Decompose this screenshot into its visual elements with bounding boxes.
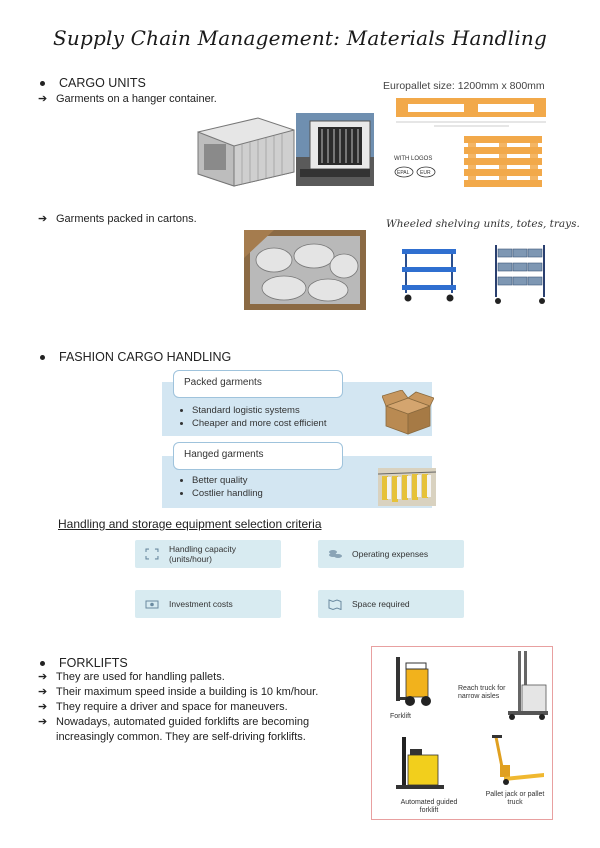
bullet-dot [40, 354, 45, 360]
bullet-dot [40, 80, 45, 86]
forklift-point-text: They are used for handling pallets. [56, 671, 225, 683]
agv-forklift-image [396, 737, 444, 789]
page-title: Supply Chain Management: Materials Handl… [53, 26, 547, 50]
criteria-label: Operating expenses [352, 549, 429, 559]
forklift-images-panel: Forklift Reach truck for narrow aisles A… [371, 646, 553, 820]
packed-tab: Packed garments [173, 370, 343, 398]
fashion-heading: FASHION CARGO HANDLING [40, 350, 231, 364]
criteria-label: Investment costs [169, 599, 233, 609]
criteria-investment-costs: Investment costs [135, 590, 281, 618]
criteria-handling-capacity: Handling capacity (units/hour) [135, 540, 281, 568]
criteria-label: Handling capacity (units/hour) [168, 544, 237, 564]
cargo-units-heading-text: CARGO UNITS [59, 76, 146, 90]
cargo-item-cartons: ➔ Garments packed in cartons. [38, 212, 197, 227]
hanged-point: Costlier handling [192, 487, 263, 500]
pallet-jack-label: Pallet jack or pallet truck [485, 791, 545, 806]
forklift-point: ➔ They are used for handling pallets. [38, 670, 358, 685]
packed-point: Standard logistic systems [192, 404, 326, 417]
hanged-points: Better quality Costlier handling [174, 474, 263, 500]
forklifts-heading: FORKLIFTS [40, 656, 128, 670]
map-icon [328, 599, 342, 610]
container-illustration [197, 117, 295, 187]
cargo-item-hanger: ➔ Garments on a hanger container. [38, 92, 217, 107]
arrow-icon: ➔ [38, 671, 48, 683]
forklift-point-text: Their maximum speed inside a building is… [56, 686, 319, 698]
packed-point: Cheaper and more cost efficient [192, 417, 326, 430]
forklift-point: ➔ They require a driver and space for man… [38, 700, 358, 715]
forklift-point: ➔ Their maximum speed inside a building i… [38, 685, 358, 700]
pallet-label-epal: EPAL [397, 170, 410, 176]
arrow-icon: ➔ [38, 686, 48, 698]
forklift-point-text: They require a driver and space for mane… [56, 701, 288, 713]
hanged-tab: Hanged garments [173, 442, 343, 470]
shelving-caption: Wheeled shelving units, totes, trays. [386, 218, 580, 230]
pallet-label-logos: WITH LOGOS [394, 156, 432, 162]
hanging-garments-photo [378, 468, 436, 506]
fashion-heading-text: FASHION CARGO HANDLING [59, 350, 232, 364]
forklifts-heading-text: FORKLIFTS [59, 656, 128, 670]
cargo-item-cartons-text: Garments packed in cartons. [56, 213, 197, 225]
cargo-item-hanger-text: Garments on a hanger container. [56, 93, 217, 105]
carton-box-icon [382, 390, 434, 435]
forklift-image [396, 657, 431, 706]
forklift-point: ➔ Nowadays, automated guided forklifts ar… [38, 715, 358, 745]
pallet-label-eur: EUR [420, 170, 431, 176]
hanged-point: Better quality [192, 474, 263, 487]
criteria-space-required: Space required [318, 590, 464, 618]
hanger-container-photo [296, 113, 374, 186]
reach-truck-label: Reach truck for narrow aisles [458, 685, 506, 700]
money-icon [145, 600, 159, 609]
reach-truck-image [508, 651, 548, 720]
arrow-icon: ➔ [38, 716, 48, 728]
shelving-cart-blue [402, 249, 456, 302]
criteria-label: Space required [352, 599, 410, 609]
criteria-title: Handling and storage equipment selection… [58, 517, 322, 531]
shelving-totes [495, 245, 545, 304]
bullet-dot [40, 660, 45, 666]
expand-arrows-icon [145, 548, 159, 560]
forklift-point-text: Nowadays, automated guided forklifts are… [56, 716, 310, 743]
arrow-icon: ➔ [38, 93, 48, 105]
europallet-diagram: WITH LOGOS EPAL EUR [394, 98, 546, 187]
europallet-caption: Europallet size: 1200mm x 800mm [383, 80, 545, 92]
criteria-operating-expenses: Operating expenses [318, 540, 464, 568]
arrow-icon: ➔ [38, 213, 48, 225]
forklift-points: ➔ They are used for handling pallets. ➔ Th… [38, 670, 358, 745]
pallet-jack-image [492, 735, 544, 785]
coins-icon [329, 550, 342, 558]
cartons-photo [244, 230, 366, 310]
packed-points: Standard logistic systems Cheaper and mo… [174, 404, 326, 430]
forklift-label: Forklift [390, 713, 411, 720]
cargo-units-heading: CARGO UNITS [40, 76, 146, 90]
agv-forklift-label: Automated guided forklift [400, 799, 458, 814]
arrow-icon: ➔ [38, 701, 48, 713]
